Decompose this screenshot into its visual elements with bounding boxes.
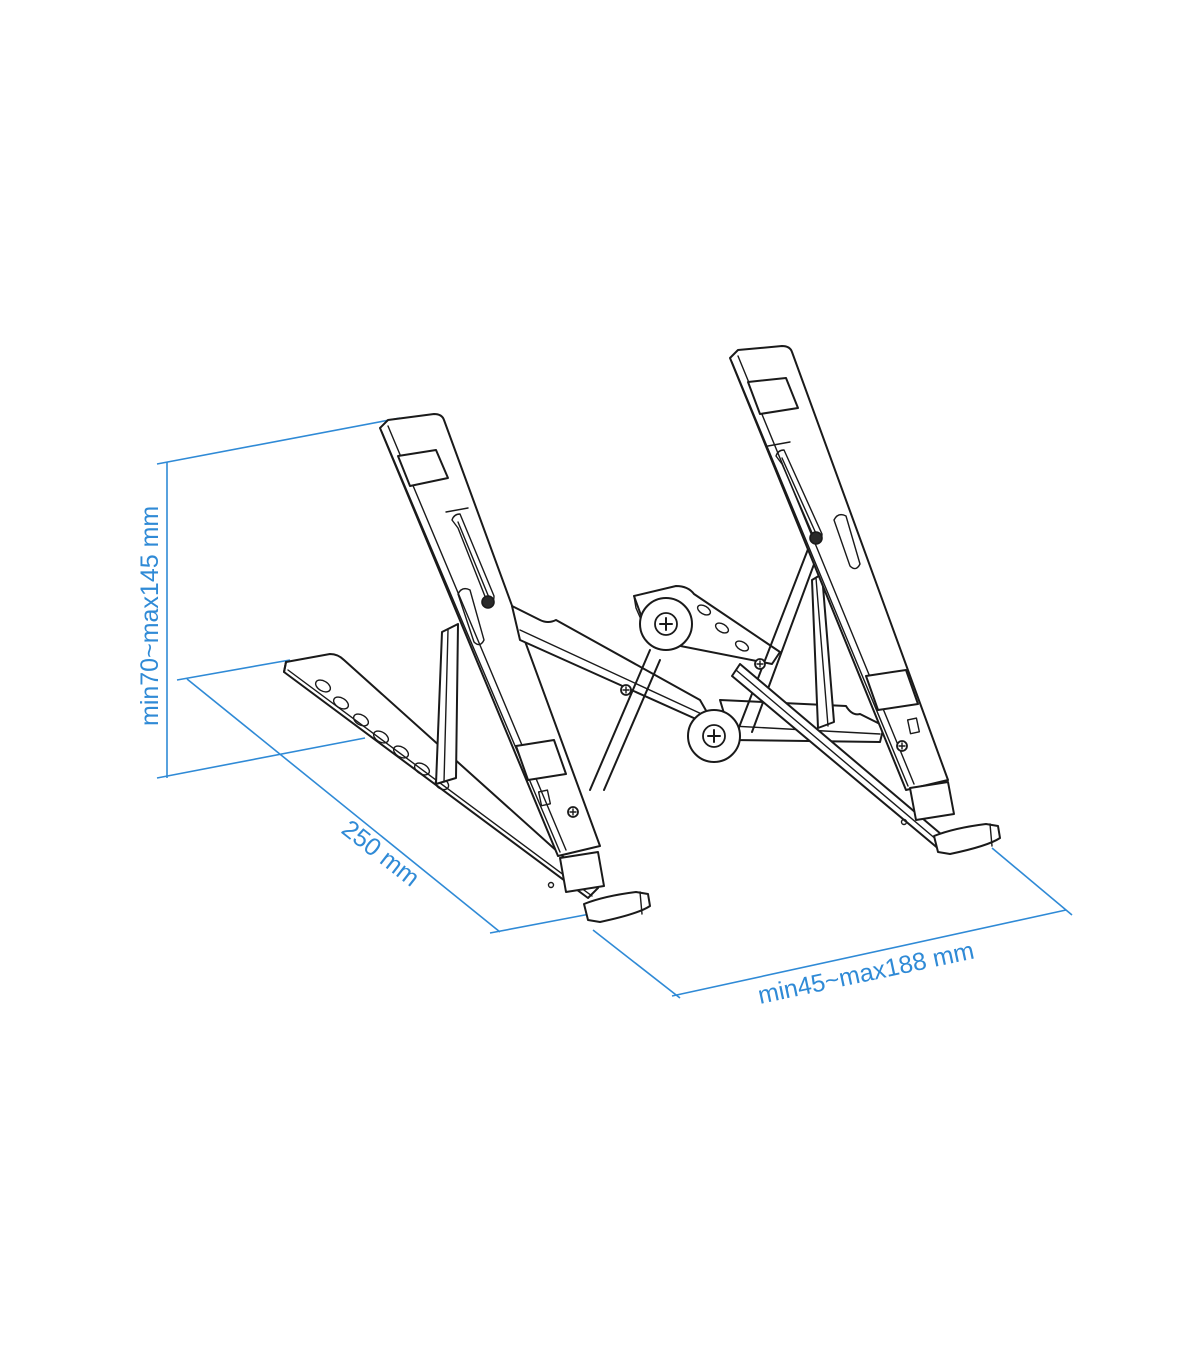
height-bottom-extension [156,737,366,779]
left-main-arm [379,413,601,857]
width-left-extension [592,929,681,999]
height-top-extension [156,417,401,465]
left-slider-knob-icon [481,595,495,609]
right-arm-top-pad [747,377,799,415]
right-foot [909,781,1001,855]
depth-dimension-line [186,678,501,933]
right-slider-knob-icon [809,531,823,545]
width-dimension-line [671,909,1067,997]
center-linkage [511,543,885,791]
depth-front-extension [489,913,591,934]
depth-dimension-label: 250 mm [336,815,424,893]
left-support-leg [435,623,459,785]
width-dimension-label: min45~max188 mm [755,937,976,1010]
depth-back-extension [176,659,291,681]
left-arm-bottom-pad [515,739,567,781]
right-arm-bottom-pad [865,669,919,711]
width-right-extension [991,847,1073,916]
left-arm-top-pad [397,449,449,487]
right-main-arm [729,345,949,791]
left-foot [559,851,651,923]
height-dimension-label: min70~max145 mm [136,506,164,726]
dimension-lines [156,417,1073,999]
